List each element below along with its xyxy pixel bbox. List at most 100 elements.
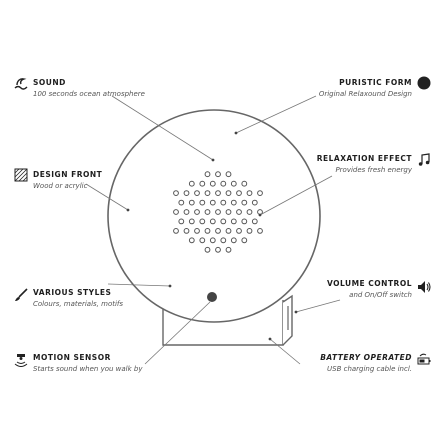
leader-battery <box>269 338 301 365</box>
speaker-hole <box>225 228 232 234</box>
speaker-hole <box>230 199 237 206</box>
leader-various-styles <box>107 283 171 287</box>
feature-relaxation-effect: RELAXATION EFFECT Provides fresh energy <box>317 155 412 174</box>
brush-icon <box>14 288 28 302</box>
device-body <box>107 109 321 323</box>
feature-motion-sensor: MOTION SENSOR Starts sound when you walk… <box>33 354 142 373</box>
speaker-hole <box>230 237 237 244</box>
speaker-hole <box>241 218 248 225</box>
speaker-hole <box>215 209 221 215</box>
leader-puristic-form <box>235 95 317 134</box>
leader-lines <box>85 95 341 365</box>
speaker-hole <box>209 180 216 187</box>
feature-title: BATTERY OPERATED <box>320 353 412 362</box>
speaker-hole <box>199 199 206 206</box>
speaker-hole <box>220 180 227 187</box>
speaker-hole <box>173 190 179 197</box>
motion-sensor-icon <box>14 353 28 367</box>
speaker-hole <box>183 209 190 215</box>
speaker-grille <box>173 171 263 253</box>
speaker-hole <box>241 237 248 244</box>
feature-title: DESIGN FRONT <box>33 170 103 179</box>
feature-title: VOLUME CONTROL <box>326 279 412 288</box>
speaker-hole <box>220 218 227 225</box>
speaker-hole <box>215 171 221 178</box>
wood-texture-icon <box>14 168 28 182</box>
speaker-hole <box>188 237 195 244</box>
speaker-hole <box>209 199 216 206</box>
speaker-hole <box>188 218 195 225</box>
feature-various-styles: VARIOUS STYLES Colours, materials, motif… <box>33 289 123 308</box>
speaker-hole <box>199 237 206 244</box>
speaker-hole <box>188 180 195 187</box>
leader-sound <box>111 95 214 161</box>
speaker-hole <box>204 171 211 178</box>
feature-subtitle: Wood or acrylic <box>33 181 88 190</box>
speaker-hole <box>246 209 253 215</box>
speaker-hole <box>225 171 232 178</box>
feature-subtitle: USB charging cable incl. <box>327 364 412 373</box>
feature-design-front: DESIGN FRONT Wood or acrylic <box>33 171 102 190</box>
feature-subtitle: Starts sound when you walk by <box>33 364 143 373</box>
speaker-hole <box>230 218 237 225</box>
speaker-hole <box>236 190 242 197</box>
feature-sound: SOUND 100 seconds ocean atmosphere <box>33 79 145 98</box>
feature-title: SOUND <box>33 78 66 87</box>
speaker-hole <box>183 228 190 234</box>
speaker-hole <box>257 228 263 234</box>
speaker-hole <box>246 190 253 197</box>
speaker-hole <box>194 209 200 215</box>
feature-volume-control: VOLUME CONTROL and On/Off switch <box>327 280 412 299</box>
speaker-hole <box>215 190 221 197</box>
leader-volume <box>295 299 341 313</box>
speaker-hole <box>173 209 179 215</box>
filled-circle-icon <box>417 76 431 90</box>
speaker-hole <box>241 180 248 187</box>
speaker-hole <box>204 209 211 215</box>
music-note-icon <box>417 153 431 167</box>
speaker-hole <box>225 190 232 197</box>
speaker-hole <box>220 237 227 244</box>
feature-title: RELAXATION EFFECT <box>316 154 412 163</box>
speaker-hole <box>204 246 211 253</box>
speaker-icon <box>417 280 431 294</box>
speaker-hole <box>194 228 200 234</box>
feature-title: MOTION SENSOR <box>33 353 111 362</box>
leader-design-front <box>85 183 129 211</box>
speaker-hole <box>215 246 221 253</box>
speaker-hole <box>178 199 185 206</box>
feature-battery-operated: BATTERY OPERATED USB charging cable incl… <box>320 354 412 373</box>
speaker-hole <box>246 228 253 234</box>
speaker-hole <box>251 199 258 206</box>
speaker-hole <box>199 180 206 187</box>
feature-subtitle: Original Relaxound Design <box>318 89 412 98</box>
speaker-hole <box>204 190 211 197</box>
speaker-hole <box>215 228 221 234</box>
leader-motion-sensor <box>144 301 211 365</box>
speaker-hole <box>241 199 248 206</box>
feature-subtitle: and On/Off switch <box>349 290 412 299</box>
speaker-hole <box>178 218 185 225</box>
feature-puristic-form: PURISTIC FORM Original Relaxound Design <box>319 79 412 98</box>
sensor-dot <box>207 292 217 302</box>
feature-title: PURISTIC FORM <box>339 78 412 87</box>
speaker-hole <box>220 199 227 206</box>
feature-subtitle: 100 seconds ocean atmosphere <box>33 89 145 98</box>
speaker-hole <box>225 209 232 215</box>
wave-icon <box>14 76 28 90</box>
speaker-hole <box>188 199 195 206</box>
speaker-hole <box>204 228 211 234</box>
feature-title: VARIOUS STYLES <box>33 288 112 297</box>
leader-relaxation <box>259 175 333 216</box>
speaker-hole <box>230 180 237 187</box>
speaker-hole <box>173 228 179 234</box>
battery-icon <box>417 352 431 366</box>
speaker-hole <box>183 190 190 197</box>
speaker-hole <box>199 218 206 225</box>
speaker-hole <box>236 209 242 215</box>
feature-subtitle: Provides fresh energy <box>335 165 412 174</box>
speaker-hole <box>236 228 242 234</box>
speaker-hole <box>257 190 263 197</box>
